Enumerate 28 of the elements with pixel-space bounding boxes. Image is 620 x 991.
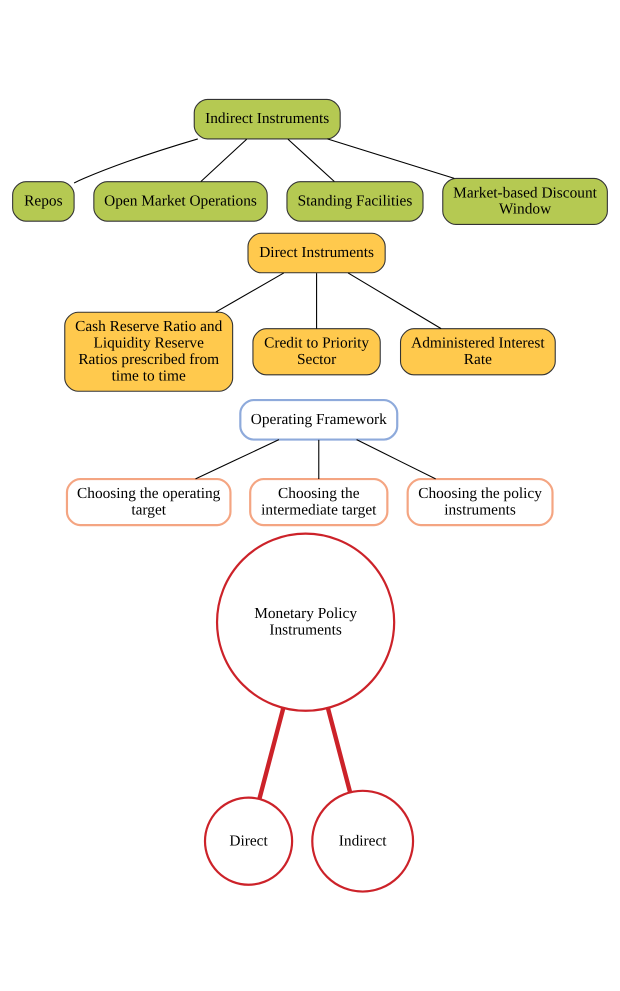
- connector: [257, 707, 286, 800]
- node-box: Open Market Operations: [93, 181, 268, 222]
- connector: [216, 272, 284, 313]
- node-box: Operating Framework: [239, 398, 398, 441]
- connector: [326, 707, 352, 793]
- node-box: Indirect Instruments: [194, 98, 341, 140]
- node-box: Choosing the operating target: [66, 478, 232, 526]
- connector: [327, 138, 454, 179]
- connector: [74, 138, 198, 184]
- connector: [316, 273, 318, 329]
- node-box: Standing Facilities: [286, 181, 424, 222]
- connector: [348, 272, 442, 330]
- node-box: Administered Interest Rate: [400, 328, 556, 376]
- node-box: Market-based Discount Window: [442, 178, 608, 226]
- node-box: Choosing the intermediate target: [249, 478, 388, 526]
- node-box: Cash Reserve Ratio and Liquidity Reserve Ratios prescribed from time to time: [64, 312, 234, 392]
- connector: [318, 440, 320, 480]
- connector: [200, 138, 248, 182]
- node-circle: Direct: [204, 796, 294, 886]
- node-box: Direct Instruments: [247, 232, 386, 274]
- connector: [195, 439, 280, 480]
- node-box: Repos: [12, 181, 75, 222]
- node-circle: Monetary Policy Instruments: [216, 532, 396, 712]
- connector: [288, 138, 335, 182]
- node-box: Credit to Priority Sector: [252, 328, 381, 376]
- node-box: Choosing the policy instruments: [406, 478, 554, 526]
- node-circle: Indirect: [311, 790, 414, 893]
- connector: [356, 439, 436, 480]
